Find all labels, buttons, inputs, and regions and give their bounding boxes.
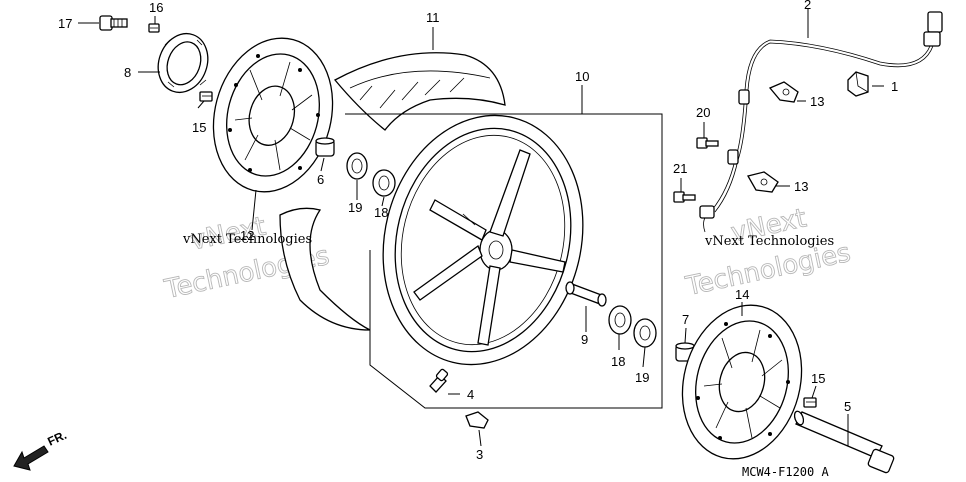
callout-11: 11	[426, 10, 440, 25]
bolt-21	[673, 191, 696, 203]
callout-5: 5	[844, 399, 851, 414]
wheel-rim-10	[382, 114, 584, 366]
callout-6: 6	[317, 172, 324, 187]
callout-1: 1	[891, 79, 898, 94]
clip-3	[465, 411, 489, 429]
speed-sensor-cable-2	[699, 11, 943, 233]
callout-2: 2	[804, 0, 811, 12]
callout-8: 8	[124, 65, 131, 80]
collar-6	[315, 137, 335, 157]
bearing-19-right	[633, 318, 657, 348]
bolt-16	[148, 23, 160, 33]
tire-11	[333, 52, 506, 131]
pulser-ring-8	[157, 32, 209, 94]
direction-label: FR.	[45, 428, 68, 449]
callout-13-lower: 13	[794, 179, 808, 194]
callout-15-lower: 15	[811, 371, 825, 386]
bearing-18-left	[372, 169, 396, 197]
spacer-9	[565, 281, 607, 307]
callout-3: 3	[476, 447, 483, 462]
bolt-15-lower	[803, 397, 817, 408]
bearing-18-right	[608, 305, 632, 335]
callout-15-upper: 15	[192, 120, 206, 135]
callout-19-left: 19	[348, 200, 362, 215]
clamp-13-lower	[747, 171, 779, 193]
callout-4: 4	[467, 387, 474, 402]
callout-10: 10	[575, 69, 589, 84]
diagram-code: MCW4-F1200 A	[742, 465, 829, 479]
callout-7: 7	[682, 312, 689, 327]
callout-20: 20	[696, 105, 710, 120]
callout-18-right: 18	[611, 354, 625, 369]
valve-4	[429, 368, 449, 393]
callout-12: 12	[240, 228, 254, 243]
watermark-small-left: vNext Technologies	[182, 232, 312, 247]
clamp-13-upper	[768, 81, 799, 103]
bolt-15-upper	[199, 91, 213, 102]
front-direction-arrow: FR.	[13, 428, 69, 471]
grommet-1	[847, 71, 869, 97]
bolt-20	[696, 137, 719, 149]
brake-disc-14	[681, 304, 803, 460]
bolt-17	[99, 15, 128, 31]
callout-labels: 1 2 3 4 5 6 7 8 9 10 11 12 13 13 14 15 1…	[58, 0, 898, 462]
callout-18-left: 18	[374, 205, 388, 220]
bearing-19-left	[346, 152, 368, 180]
brake-disc-12	[212, 37, 334, 193]
watermark-small-right: vNext Technologies	[704, 234, 834, 249]
callout-9: 9	[581, 332, 588, 347]
callout-13-upper: 13	[810, 94, 824, 109]
callout-19-right: 19	[635, 370, 649, 385]
axle-5	[793, 410, 895, 474]
callout-16: 16	[149, 0, 163, 15]
callout-21: 21	[673, 161, 687, 176]
tire-inner-12	[279, 207, 371, 331]
callout-17: 17	[58, 16, 72, 31]
callout-14: 14	[735, 287, 749, 302]
